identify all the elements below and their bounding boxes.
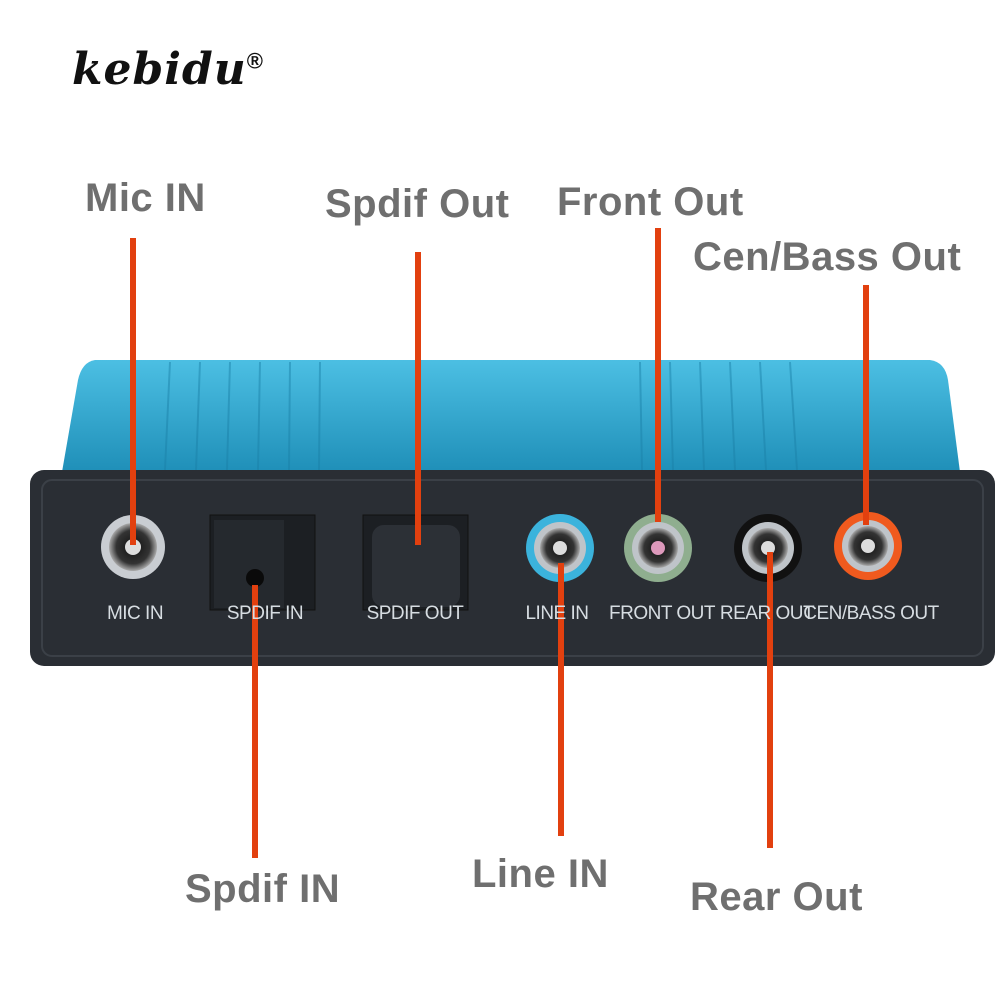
callout-spdif-in: Spdif IN (185, 867, 341, 911)
callout-mic-in: Mic IN (85, 176, 206, 220)
callout-lines (130, 228, 869, 858)
panel-label-cen-bass-out: CEN/BASS OUT (803, 603, 939, 624)
callout-line-in: Line IN (472, 852, 609, 896)
callout-spdif-out: Spdif Out (325, 182, 510, 226)
case-top (62, 360, 960, 472)
kebidu-logo: kebidu® (72, 44, 264, 95)
front-out-jack (624, 514, 692, 582)
spdif-in-port (209, 514, 316, 611)
callout-rear-out: Rear Out (690, 875, 863, 919)
panel-label-spdif-out: SPDIF OUT (366, 603, 464, 624)
callout-cen-bass-out: Cen/Bass Out (693, 235, 962, 279)
panel-label-line-in: LINE IN (525, 603, 589, 624)
callout-front-out: Front Out (557, 180, 744, 224)
rear-out-jack (734, 514, 802, 582)
panel-label-spdif-in: SPDIF IN (226, 603, 304, 624)
panel-label-front-out: FRONT OUT (609, 603, 715, 624)
mic-in-jack (101, 515, 165, 579)
panel-label-rear-out: REAR OUT (719, 603, 815, 624)
case-ridges (164, 361, 798, 471)
panel-label-mic-in: MIC IN (106, 603, 164, 624)
logo-text: kebidu (72, 44, 247, 95)
line-in-jack (526, 514, 594, 582)
registered-mark: ® (246, 48, 264, 74)
cen-bass-out-jack (834, 512, 902, 580)
